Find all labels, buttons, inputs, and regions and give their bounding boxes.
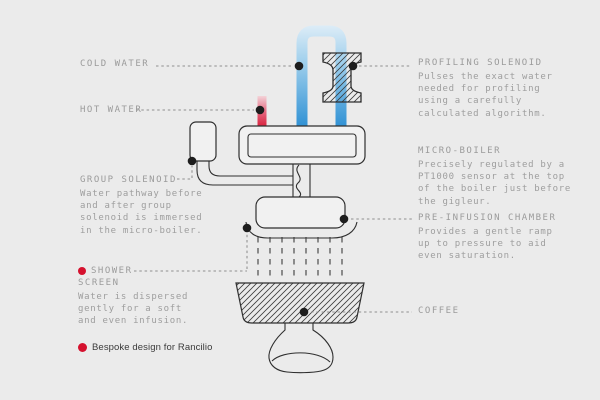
drop-pipe [292, 164, 311, 197]
shower-screen-block: SHOWER SCREEN Water is dispersed gently … [78, 265, 188, 328]
profiling-solenoid-block: PROFILING SOLENOID Pulses the exact wate… [418, 57, 553, 120]
profiling-solenoid-desc: needed for profiling [418, 84, 541, 95]
marker-dots [187, 61, 358, 317]
water-streams [257, 237, 343, 281]
hot-water-label: HOT WATER [80, 105, 143, 115]
group-solenoid-desc: and after group [80, 201, 172, 212]
group-solenoid-block: GROUP SOLENOID Water pathway before and … [80, 174, 202, 237]
coffee-puck-icon [235, 282, 365, 324]
profiling-solenoid-marker [348, 61, 358, 71]
micro-boiler-label: MICRO-BOILER [418, 146, 502, 156]
portafilter-spout-icon [268, 323, 334, 374]
bespoke-note-text: Bespoke design for Rancilio [92, 342, 213, 353]
profiling-solenoid-desc: using a carefully [418, 96, 523, 107]
micro-boiler-window [247, 133, 357, 158]
cold-water-marker [294, 61, 304, 71]
cold-water-label: COLD WATER [80, 59, 150, 69]
group-solenoid-pipe [196, 161, 293, 186]
group-solenoid-desc: solenoid is immersed [80, 213, 203, 224]
leader-shower-screen [134, 233, 248, 272]
shower-screen-desc: Water is dispersed [78, 292, 189, 302]
pre-infusion-block: PRE-INFUSION CHAMBER Provides a gentle r… [418, 212, 556, 263]
shower-screen-desc: and even infusion. [78, 316, 189, 327]
shower-screen-label-line1: SHOWER [91, 266, 133, 276]
group-solenoid-desc: in the micro-boiler. [80, 225, 203, 236]
coffee-marker [299, 307, 309, 317]
coffee-label: COFFEE [418, 306, 460, 316]
group-solenoid-label: GROUP SOLENOID [80, 175, 177, 185]
pre-infusion-desc: Provides a gentle ramp [418, 227, 553, 237]
red-bullet-icon [78, 343, 87, 352]
micro-boiler-desc: the gigleur. [418, 196, 492, 207]
shower-screen-desc: gently for a soft [78, 304, 183, 315]
pre-infusion-desc: up to pressure to aid [418, 239, 547, 250]
hot-water-marker [255, 105, 265, 115]
micro-boiler-block: MICRO-BOILER Precisely regulated by a PT… [418, 145, 571, 208]
profiling-solenoid-label: PROFILING SOLENOID [418, 58, 543, 68]
micro-boiler-icon [238, 125, 366, 165]
cold-water-pipe [296, 25, 347, 130]
group-solenoid-desc: Water pathway before [80, 189, 203, 199]
pre-infusion-chamber-icon [255, 196, 346, 229]
micro-boiler-desc: PT1000 sensor at the top [418, 172, 565, 183]
profiling-solenoid-icon [322, 52, 362, 103]
micro-boiler-desc: Precisely regulated by a [418, 160, 565, 170]
leader-lines [134, 65, 412, 313]
pre-infusion-label: PRE-INFUSION CHAMBER [418, 213, 557, 223]
group-solenoid-pipe-inner [208, 161, 293, 177]
micro-boiler-desc: of the boiler just before [418, 184, 571, 195]
pour-stream-arc [271, 352, 331, 363]
water-flow-squiggle [295, 164, 302, 198]
shower-screen-marker [242, 223, 252, 233]
group-solenoid-marker [187, 156, 197, 166]
profiling-solenoid-desc: calculated algorithm. [418, 108, 547, 119]
leader-group-solenoid [177, 166, 193, 180]
shower-screen-label-line2: SCREEN [78, 278, 120, 288]
pre-infusion-desc: even saturation. [418, 251, 516, 262]
pre-infusion-marker [339, 214, 349, 224]
group-solenoid-icon [189, 121, 217, 162]
profiling-solenoid-desc: Pulses the exact water [418, 72, 553, 82]
red-bullet-icon [78, 267, 86, 275]
footer-note: Bespoke design for Rancilio [78, 342, 212, 353]
